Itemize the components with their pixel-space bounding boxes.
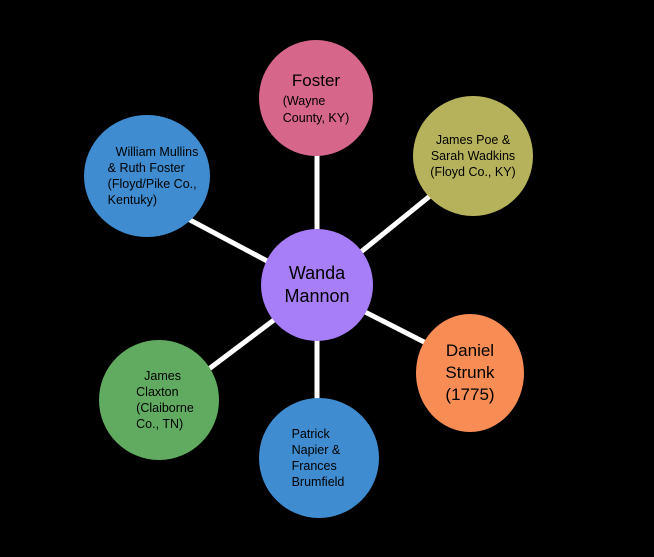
node-poe-label: James Poe & Sarah Wadkins (Floyd Co., KY… — [430, 132, 515, 181]
node-foster-subtitle: (Wayne County, KY) — [283, 93, 349, 126]
node-napier-line-3: Frances — [291, 459, 337, 473]
node-foster-title: Foster — [291, 71, 341, 91]
node-foster-sub-line-2: County, KY) — [282, 110, 350, 125]
node-strunk-line-3: (1775) — [445, 385, 495, 405]
node-claxton-line-3: (Claiborne — [136, 401, 194, 415]
center-name-line-1: Wanda — [288, 262, 346, 283]
node-james-poe-sarah-wadkins: James Poe & Sarah Wadkins (Floyd Co., KY… — [413, 96, 533, 216]
node-mullins-line-2: & Ruth Foster — [107, 160, 185, 175]
center-node-label: Wanda Mannon — [284, 262, 349, 309]
node-claxton-label: James Claxton (Claiborne Co., TN) — [136, 368, 194, 433]
node-strunk-line-1: Daniel — [445, 340, 495, 360]
node-mullins-line-1: William Mullins — [115, 144, 199, 159]
node-napier-line-1: Patrick — [291, 426, 330, 441]
node-mullins-line-4: Kentuky) — [107, 193, 158, 208]
node-strunk-line-2: Strunk — [445, 362, 495, 382]
node-mullins-label: William Mullins & Ruth Foster (Floyd/Pik… — [108, 144, 199, 209]
node-william-mullins-ruth-foster: William Mullins & Ruth Foster (Floyd/Pik… — [84, 115, 210, 237]
node-foster-sub-line-1: (Wayne — [282, 94, 326, 109]
center-name-line-2: Mannon — [284, 286, 350, 306]
node-poe-line-1: James Poe & — [435, 132, 511, 147]
node-napier-line-4: Brumfield — [291, 475, 345, 490]
node-napier-line-2: Napier & — [291, 442, 341, 457]
node-mullins-line-3: (Floyd/Pike Co., — [107, 177, 197, 191]
center-node-wanda-mannon: Wanda Mannon — [261, 229, 373, 341]
node-poe-line-2: Sarah Wadkins — [430, 148, 516, 163]
node-strunk-label: Daniel Strunk (1775) — [445, 340, 494, 406]
node-james-claxton: James Claxton (Claiborne Co., TN) — [99, 340, 219, 460]
node-poe-line-3: (Floyd Co., KY) — [430, 165, 516, 180]
node-napier-label: Patrick Napier & Frances Brumfield — [292, 426, 345, 491]
node-claxton-line-4: Co., TN) — [136, 417, 184, 432]
node-foster-label: Foster (Wayne County, KY) — [283, 70, 349, 126]
node-claxton-line-1: James — [144, 368, 181, 383]
node-claxton-line-2: Claxton — [136, 384, 179, 399]
node-foster: Foster (Wayne County, KY) — [259, 40, 373, 156]
node-daniel-strunk: Daniel Strunk (1775) — [416, 314, 524, 432]
node-patrick-napier-frances-brumfield: Patrick Napier & Frances Brumfield — [259, 398, 379, 518]
